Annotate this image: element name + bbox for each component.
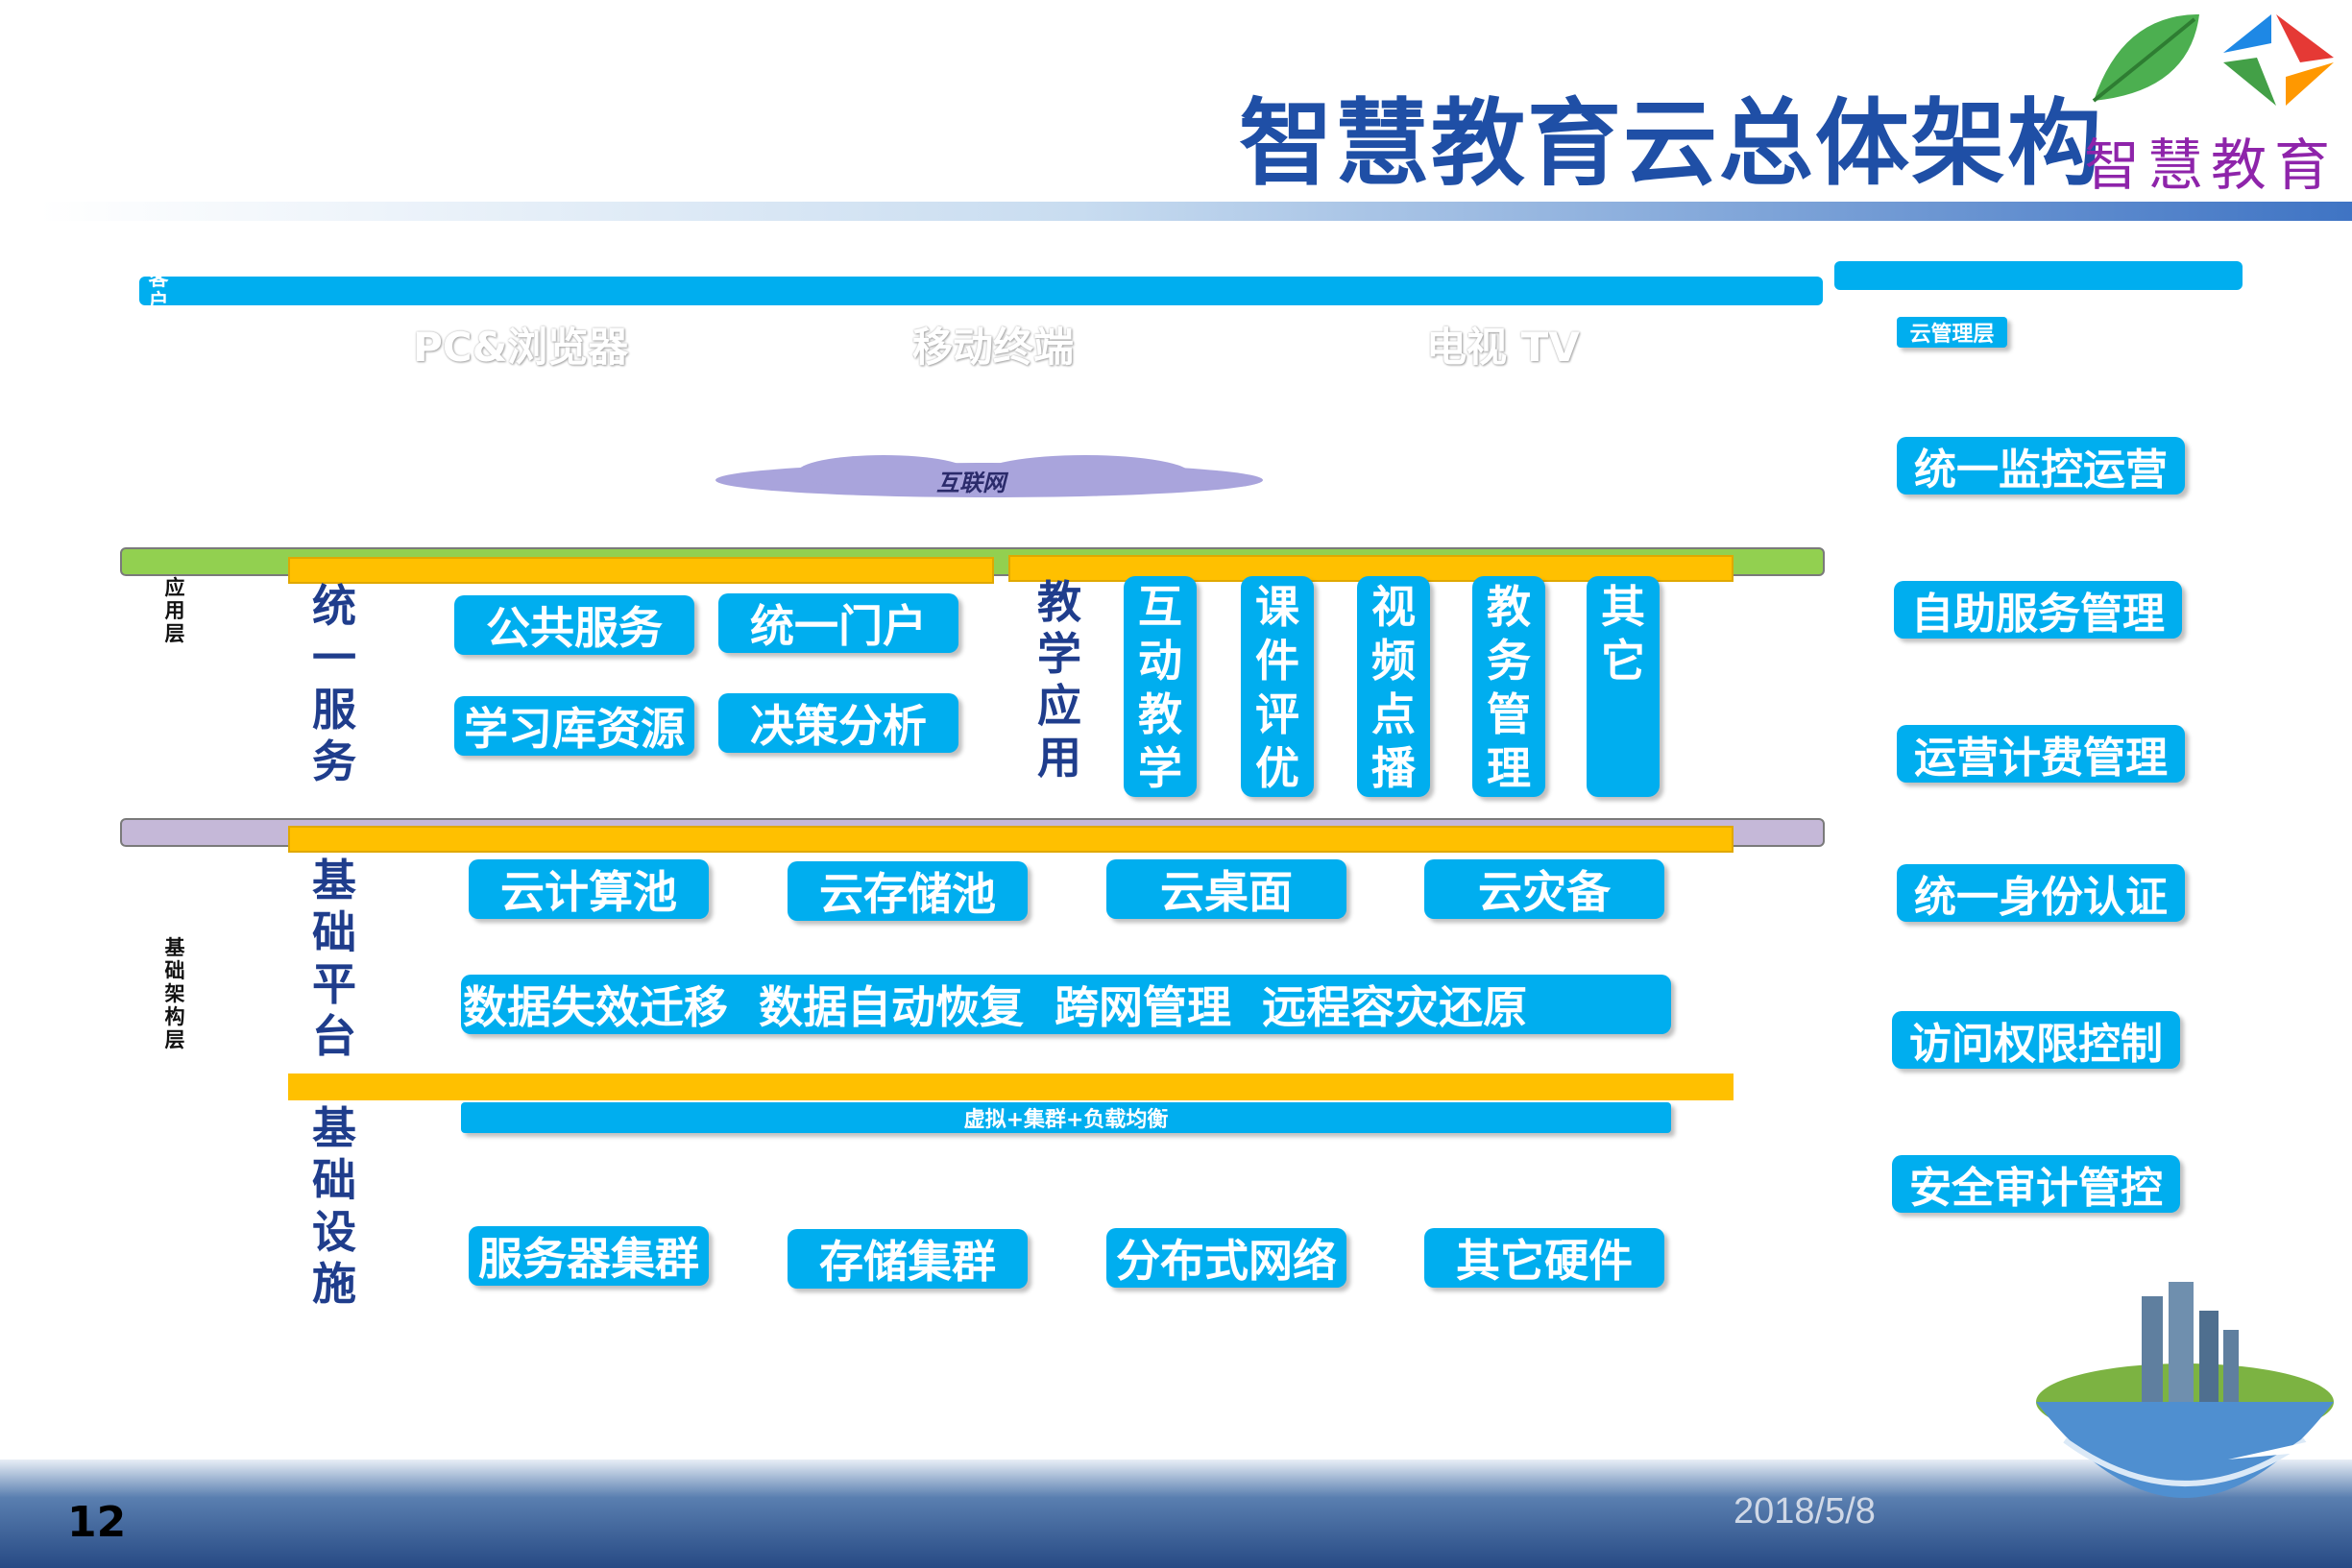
mgmt-self-service: 自助服务管理 <box>1894 581 2182 639</box>
internet-label: 互联网 <box>936 470 1006 496</box>
mgmt-billing: 运营计费管理 <box>1897 725 2185 783</box>
interactive-teaching-box: 互动教学 <box>1124 576 1197 797</box>
academic-affairs-box: 教务管理 <box>1472 576 1545 797</box>
teaching-app-label: 教学应用 <box>1037 576 1081 784</box>
unified-portal-box: 统一门户 <box>718 593 958 653</box>
title-divider <box>38 202 2352 221</box>
video-on-demand-box: 视频点播 <box>1357 576 1430 797</box>
unified-service-label: 统一服务 <box>312 580 356 787</box>
infra-layer-label: 基础架构层 <box>164 936 185 1051</box>
mgmt-security-audit: 安全审计管控 <box>1892 1155 2180 1213</box>
platform-features-box: 数据失效迁移 数据自动恢复 跨网管理 远程容灾还原 <box>461 975 1671 1034</box>
app-layer-label: 应用层 <box>164 576 185 645</box>
facilities-label: 基础设施 <box>312 1102 356 1310</box>
footer-band <box>0 1459 2352 1568</box>
client-mobile: 移动终端 <box>912 324 1075 371</box>
cloud-mgmt-label: 云管理层 <box>1897 317 2007 348</box>
platform-bar <box>288 826 1734 853</box>
mgmt-identity-auth: 统一身份认证 <box>1897 864 2185 922</box>
virtual-cluster-lb-bar: 虚拟+集群+负载均衡 <box>461 1102 1671 1133</box>
learning-resources-box: 学习库资源 <box>454 696 694 756</box>
public-service-box: 公共服务 <box>454 595 694 655</box>
mgmt-unified-monitoring: 统一监控运营 <box>1897 437 2185 495</box>
mgmt-access-control: 访问权限控制 <box>1892 1011 2180 1069</box>
slide-date: 2018/5/8 <box>1734 1491 1876 1532</box>
other-hardware-box: 其它硬件 <box>1424 1228 1664 1288</box>
distributed-network-box: 分布式网络 <box>1106 1228 1346 1288</box>
page-title: 智慧教育云总体架构 <box>1239 89 2104 199</box>
client-pc-browser: PC&浏览器 <box>413 324 629 371</box>
globe-city-icon <box>2036 1282 2334 1498</box>
other-apps-box: 其它 <box>1587 576 1660 797</box>
cloud-disaster-recovery-box: 云灾备 <box>1424 859 1664 919</box>
cloud-desktop-box: 云桌面 <box>1106 859 1346 919</box>
platform-label: 基础平台 <box>312 855 356 1062</box>
cloud-mgmt-bar <box>1834 261 2243 290</box>
cloud-compute-pool-box: 云计算池 <box>469 859 709 919</box>
courseware-evaluation-box: 课件评优 <box>1241 576 1314 797</box>
logo: 智慧教育 <box>2084 0 2352 198</box>
storage-cluster-box: 存储集群 <box>788 1229 1028 1289</box>
client-tv: 电视 TV <box>1426 324 1580 371</box>
decision-analysis-box: 决策分析 <box>718 693 958 753</box>
server-cluster-box: 服务器集群 <box>469 1226 709 1286</box>
facilities-bar <box>288 1073 1734 1100</box>
leaf-icon <box>2092 14 2199 103</box>
page-number: 12 <box>67 1498 127 1547</box>
cloud-storage-pool-box: 云存储池 <box>788 861 1028 921</box>
logo-text: 智慧教育 <box>2084 133 2339 198</box>
colorful-logo-icon <box>2223 14 2334 106</box>
internet-cloud-icon <box>715 455 1263 497</box>
client-layer-bar <box>139 277 1823 305</box>
unified-service-bar <box>288 557 994 584</box>
client-layer-label: 客户端 <box>148 267 169 336</box>
